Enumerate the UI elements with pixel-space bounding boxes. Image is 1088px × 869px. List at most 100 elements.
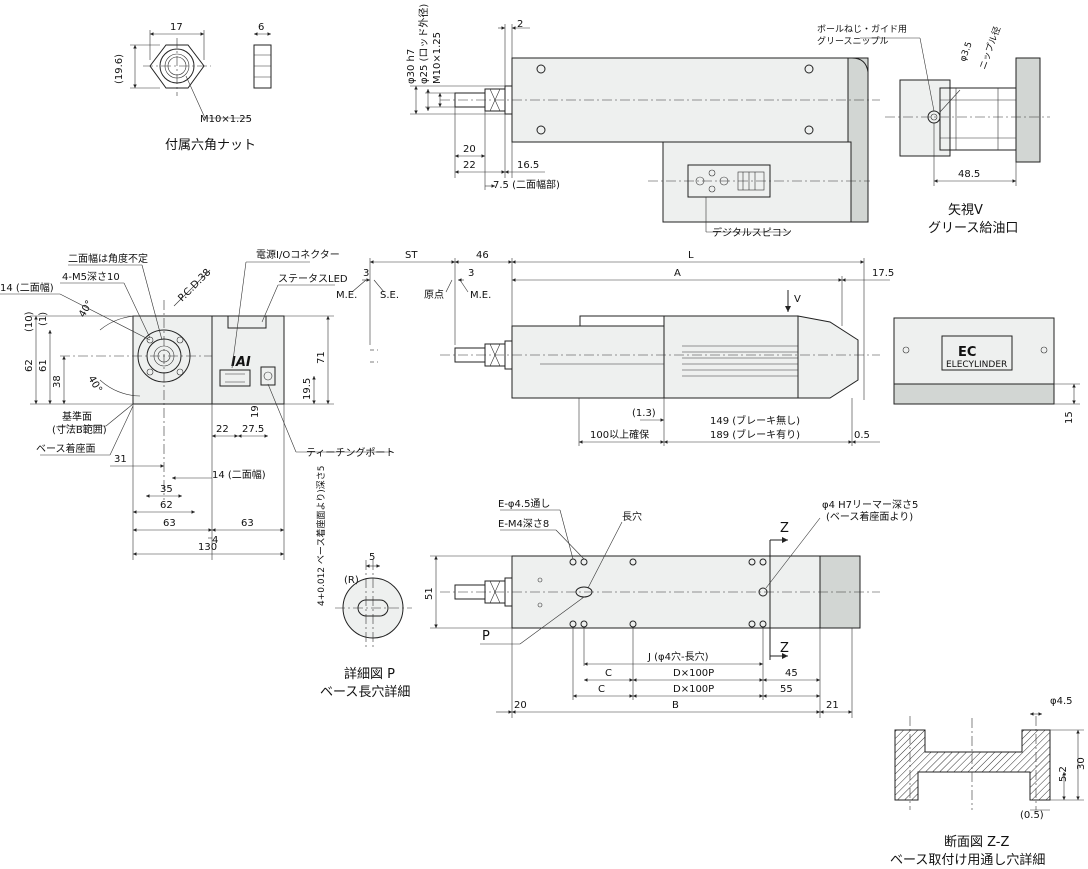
bottom-c: C bbox=[605, 668, 612, 679]
side-d3: 3 bbox=[363, 268, 369, 279]
side-d46: 46 bbox=[476, 250, 489, 261]
front-ref: 基準面 bbox=[62, 410, 92, 423]
front-d62b: 62 bbox=[160, 500, 173, 511]
bottom-b: B bbox=[672, 700, 679, 711]
section-d30: 30 bbox=[1076, 757, 1087, 770]
side-d100: 100以上確保 bbox=[590, 428, 649, 441]
nut-caption: 付属六角ナット bbox=[165, 138, 256, 153]
bottom-j: J (φ4穴-長穴) bbox=[647, 650, 709, 663]
detail-caption: 詳細図 P bbox=[344, 666, 395, 682]
section-phi45: φ4.5 bbox=[1050, 696, 1073, 707]
nut-height-label: (19.6) bbox=[114, 54, 125, 84]
top-d165: 16.5 bbox=[517, 160, 539, 171]
detail-r: (R) bbox=[344, 575, 359, 586]
front-d14: 14 (二面幅) bbox=[0, 281, 54, 294]
side-l: L bbox=[688, 250, 694, 261]
phi35-label: φ3.5 bbox=[958, 41, 974, 63]
top-view: 2 φ30 h7 φ25 (ロッド外径) M10×1.25 20 22 16.5… bbox=[406, 4, 880, 239]
top-d20: 20 bbox=[463, 144, 476, 155]
nut-view: 17 (19.6) 6 M10×1.25 付属六角ナット bbox=[114, 22, 272, 153]
front-d31: 31 bbox=[114, 454, 127, 465]
front-d61: 61 bbox=[38, 359, 49, 372]
side-st: ST bbox=[405, 250, 418, 261]
side-d3b: 3 bbox=[468, 268, 474, 279]
side-d189: 189 (ブレーキ有り) bbox=[710, 428, 800, 441]
side-d05: 0.5 bbox=[854, 430, 870, 441]
front-d35: 35 bbox=[160, 484, 173, 495]
section-caption: 断面図 Z-Z bbox=[944, 835, 1010, 850]
front-d4: 4 bbox=[212, 535, 218, 546]
side-d13: (1.3) bbox=[632, 408, 656, 419]
side-d15: 15 bbox=[1064, 411, 1075, 424]
detail-caption-2: ベース長穴詳細 bbox=[320, 684, 410, 700]
bottom-z2: Z bbox=[780, 641, 789, 656]
view-v-caption: 矢視V bbox=[948, 203, 983, 218]
bottom-d51: 51 bbox=[424, 587, 435, 600]
section-d05: (0.5) bbox=[1020, 810, 1044, 821]
front-d1: (1) bbox=[38, 312, 49, 326]
bottom-slot: 長穴 bbox=[622, 510, 642, 523]
detail-depth: 4+0.012 ベース着座面より)深さ5 bbox=[315, 465, 327, 606]
front-d71: 71 bbox=[316, 351, 327, 364]
side-se: S.E. bbox=[380, 290, 399, 301]
front-d38: 38 bbox=[52, 375, 63, 388]
front-twoface: 二面幅は角度不定 bbox=[68, 252, 148, 265]
front-m5: 4-M5深さ10 bbox=[62, 271, 120, 283]
front-d10: (10) bbox=[24, 311, 35, 332]
section-d52: 5.2 bbox=[1058, 766, 1069, 782]
front-d14b: 14 (二面幅) bbox=[212, 468, 266, 481]
front-pcd: P.C.D.38 bbox=[176, 267, 213, 304]
side-me2: M.E. bbox=[470, 290, 491, 301]
bottom-d45: 45 bbox=[785, 668, 798, 679]
top-d2: 2 bbox=[517, 19, 523, 30]
top-phi30: φ30 h7 bbox=[406, 49, 417, 84]
bottom-z: Z bbox=[780, 521, 789, 536]
bottom-d21: 21 bbox=[826, 700, 839, 711]
nut-thickness-label: 6 bbox=[258, 22, 264, 33]
bottom-view: 51 E-φ4.5通し E-M4深さ8 長穴 φ4 H7リーマー深さ5 (ベース… bbox=[424, 498, 918, 718]
brand-label: ELECYLINDER bbox=[946, 360, 1007, 370]
front-d63b: 63 bbox=[241, 518, 254, 529]
ec-logo: EC bbox=[958, 345, 976, 360]
bottom-ehole: E-φ4.5通し bbox=[498, 498, 550, 510]
nut-width-label: 17 bbox=[170, 22, 183, 33]
top-d22: 22 bbox=[463, 160, 476, 171]
front-d19: 19 bbox=[250, 405, 261, 418]
front-status: ステータスLED bbox=[278, 273, 348, 285]
front-ref2: (寸法B範囲) bbox=[52, 423, 107, 436]
grease-label-2: グリースニップル bbox=[817, 35, 889, 47]
view-v-caption-2: グリース給油口 bbox=[928, 221, 1018, 236]
side-d175: 17.5 bbox=[872, 268, 894, 279]
bottom-dx: D×100P bbox=[673, 668, 714, 679]
side-me: M.E. bbox=[336, 290, 357, 301]
bottom-c2: C bbox=[598, 684, 605, 695]
front-view: IAI 130 63 63 4 62 35 31 14 (二面幅) 22 27.… bbox=[0, 248, 395, 560]
front-d63: 63 bbox=[163, 518, 176, 529]
front-a40b: 40° bbox=[85, 374, 103, 395]
top-phi25: φ25 (ロッド外径) bbox=[417, 4, 430, 84]
section-zz: 30 5.2 φ4.5 (0.5) 断面図 Z-Z ベース取付け用通し穴詳細 bbox=[890, 696, 1087, 868]
bottom-d55: 55 bbox=[780, 684, 793, 695]
nipple-label: ニップル径 bbox=[977, 25, 1004, 71]
front-d22: 22 bbox=[216, 424, 229, 435]
side-d149: 149 (ブレーキ無し) bbox=[710, 414, 800, 427]
top-dipsw-label: デジタルスピコン bbox=[712, 226, 792, 239]
bottom-em4: E-M4深さ8 bbox=[498, 518, 549, 530]
bottom-d20: 20 bbox=[514, 700, 527, 711]
bottom-p: P bbox=[482, 629, 490, 644]
front-a40: 40° bbox=[77, 299, 95, 320]
front-base: ベース着座面 bbox=[36, 442, 96, 455]
iai-logo: IAI bbox=[231, 355, 251, 370]
side-v: V bbox=[794, 294, 801, 305]
top-d75: 7.5 (二面幅部) bbox=[493, 178, 560, 191]
front-d62: 62 bbox=[24, 359, 35, 372]
bottom-pin2: (ベース着座面より) bbox=[826, 510, 913, 523]
bottom-dx2: D×100P bbox=[673, 684, 714, 695]
view-v-d485: 48.5 bbox=[958, 169, 980, 180]
front-d195: 19.5 bbox=[302, 378, 313, 400]
detail-p: 5 (R) 4+0.012 ベース着座面より)深さ5 詳細図 P ベース長穴詳細 bbox=[315, 465, 412, 700]
detail-d5: 5 bbox=[369, 552, 375, 563]
front-teach: ティーチングポート bbox=[306, 446, 395, 459]
top-m10: M10×1.25 bbox=[432, 32, 443, 84]
